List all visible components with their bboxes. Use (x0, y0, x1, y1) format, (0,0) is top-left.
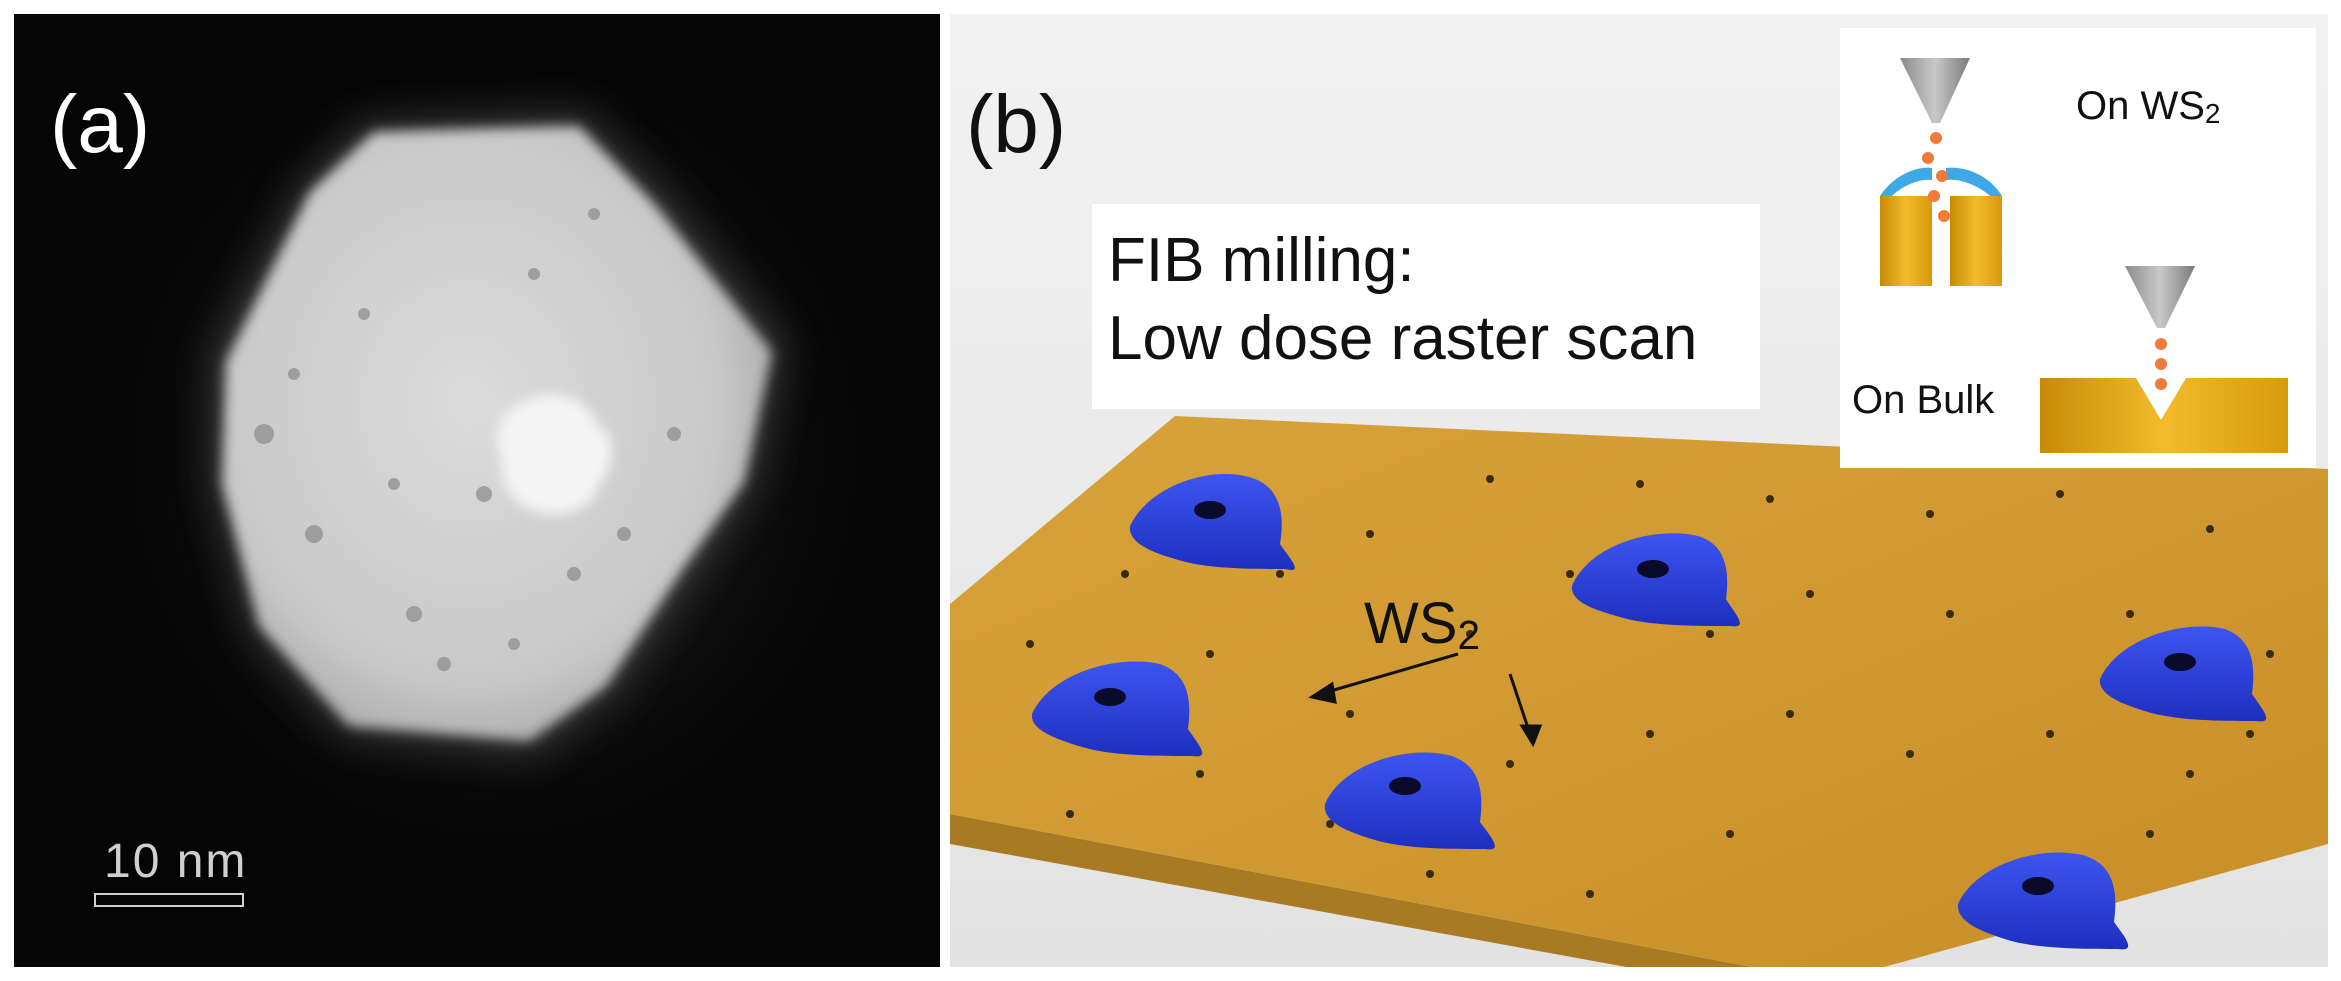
panel-b-schematic: (b) FIB milling: Low dose raster scan WS… (950, 14, 2328, 967)
panel-label-a: (a) (50, 79, 151, 170)
ion-column-icon (1900, 58, 1970, 123)
ion-beam-dots (1922, 132, 1950, 222)
panel-a-tem-image: (a) 10 nm (14, 14, 940, 967)
inset-label-on-bulk: On Bulk (1852, 378, 1995, 422)
milling-inset: On WS2 On Bulk (1840, 28, 2316, 468)
gold-block (1950, 196, 2002, 286)
ws2-flake (2099, 626, 2267, 722)
ws2-label: WS2 (1364, 591, 1481, 659)
inset-diagram (1880, 58, 2288, 453)
fib-milling-box: FIB milling: Low dose raster scan (1092, 204, 1760, 409)
ws2-flake (1129, 474, 1295, 570)
bulk-gold (2040, 378, 2288, 453)
panel-label-b: (b) (966, 79, 1067, 170)
scale-bar-text: 10 nm (104, 835, 248, 888)
bright-inclusion (497, 394, 612, 515)
fib-title: FIB milling: (1108, 226, 1415, 295)
ws2-layer (1946, 167, 2002, 200)
substrate-dots (1026, 475, 2274, 898)
fib-subtitle: Low dose raster scan (1108, 304, 1698, 373)
gold-block (1880, 196, 1932, 286)
scale-bar: 10 nm (94, 834, 247, 907)
ws2-flake (1571, 533, 1740, 627)
ion-column-icon (2125, 266, 2195, 328)
ws2-flake (1324, 752, 1495, 850)
dark-spots (254, 208, 681, 671)
ws2-arrows (1308, 652, 1543, 748)
gold-substrate (950, 416, 2328, 967)
ws2-layer (1880, 167, 1932, 200)
ion-beam-dots (2155, 338, 2167, 390)
ws2-flake (1957, 852, 2129, 950)
nanoparticle-image (94, 34, 894, 874)
inset-label-on-ws2: On WS2 (2076, 84, 2221, 130)
scale-bar-line (94, 893, 244, 907)
ws2-flake (1031, 661, 1203, 757)
nanoparticle (222, 126, 772, 741)
